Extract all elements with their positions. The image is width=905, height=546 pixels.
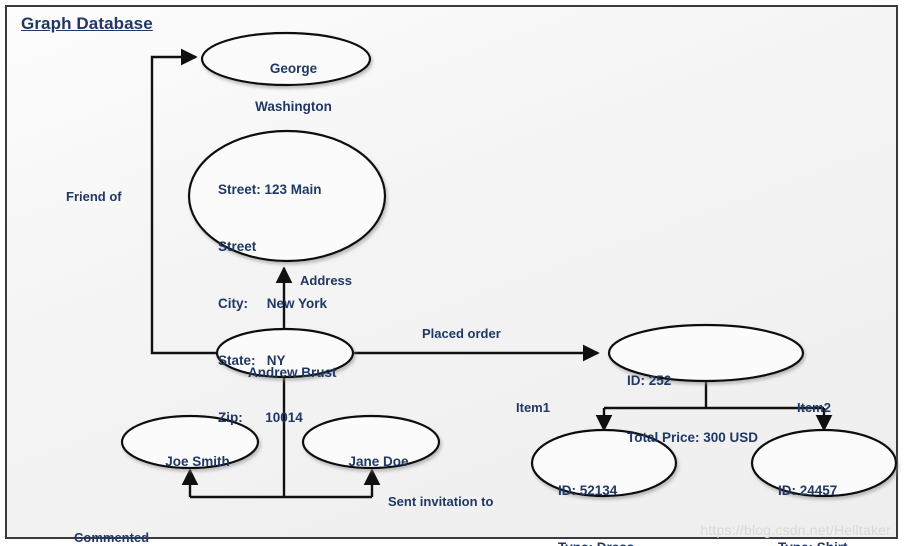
edge-andrew-friends (181, 377, 381, 499)
node-andrew-brust[interactable] (215, 327, 355, 379)
page-title: Graph Database (21, 14, 153, 33)
edge-label-friend-of: Friend of (66, 189, 122, 204)
edge-label-item1: Item1 (516, 400, 550, 415)
edge-label-address: Address (300, 273, 353, 288)
node-jane-doe[interactable] (301, 414, 441, 470)
node-address[interactable] (187, 129, 387, 263)
edge-order-items (595, 380, 833, 432)
node-item1[interactable] (530, 428, 678, 498)
edge-label-commented-on-photo-by: Commented on photo by (74, 493, 149, 546)
node-order[interactable] (607, 323, 805, 383)
commented-line-1: Commented (74, 530, 150, 545)
edge-label-sent-invitation-to: Sent invitation to (388, 494, 494, 509)
edge-label-item2: Item2 (797, 400, 831, 415)
node-item2[interactable] (750, 428, 898, 498)
edge-friend-of (150, 48, 218, 355)
node-joe-smith[interactable] (120, 414, 260, 470)
watermark: https://blog.csdn.net/Helltaker (700, 522, 891, 538)
node-george-washington[interactable] (200, 31, 372, 87)
edge-label-placed-order: Placed order (422, 326, 501, 341)
